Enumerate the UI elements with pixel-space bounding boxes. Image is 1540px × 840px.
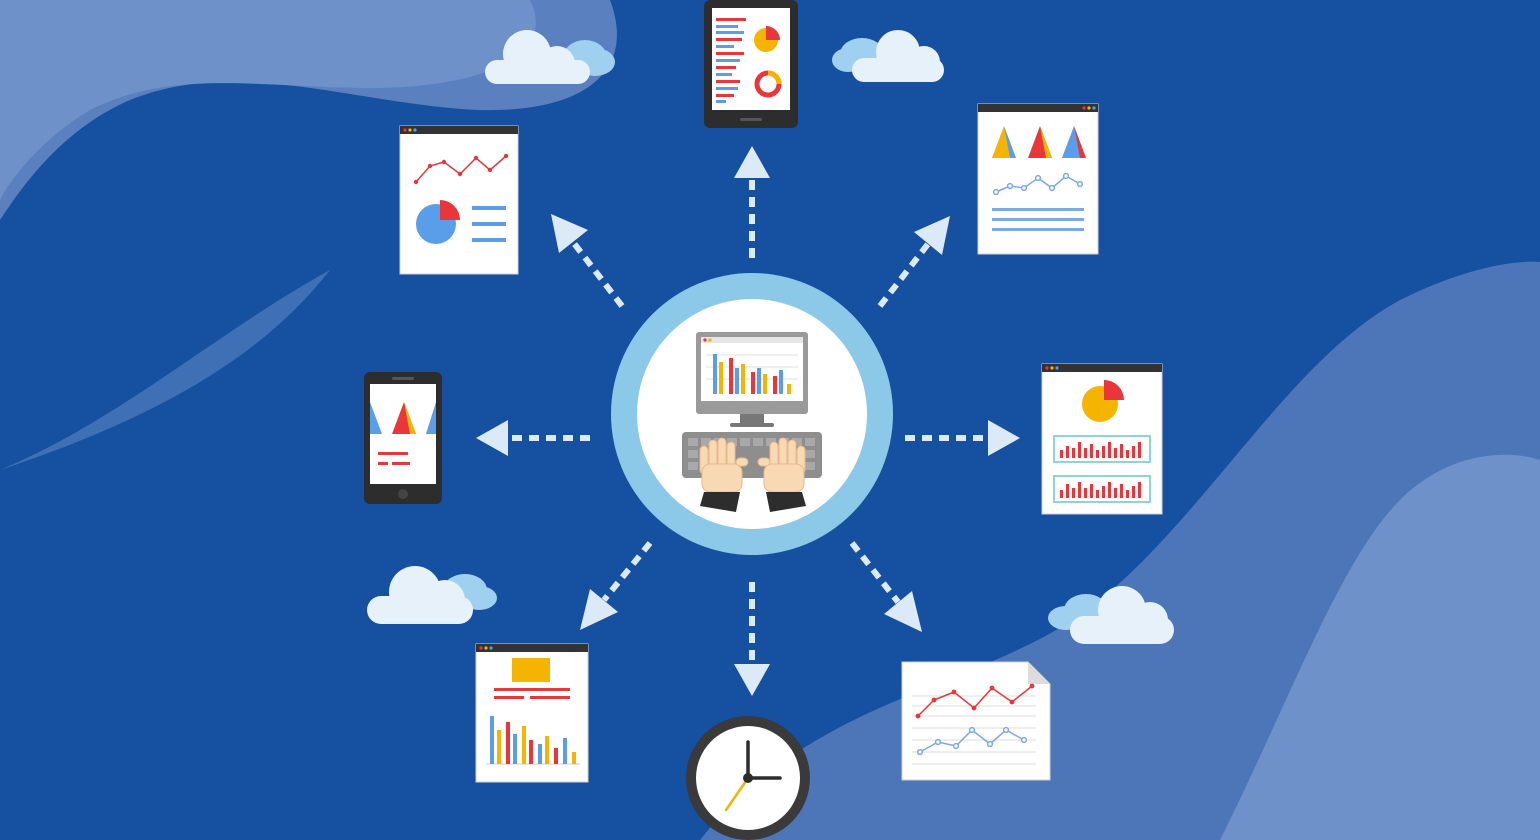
wave-top-left-light [0,0,536,200]
pie-bar-report-icon [1041,363,1163,515]
arrows [476,146,1020,696]
arrow-icon [905,420,1020,456]
arrow-icon [849,541,922,632]
arrow-icon [580,541,653,630]
arrow-icon [877,216,950,308]
central-computer-icon [696,332,808,427]
central-hub [611,273,893,555]
wave-left-stripe [0,270,330,470]
clock-icon [686,716,810,840]
cloud-icon [485,30,615,84]
line-chart-document-icon [901,661,1051,781]
phone-triangle-icon [364,372,442,504]
triangle-chart-report-icon [977,103,1099,255]
tablet-report-icon [704,0,798,128]
typing-hands-icon [682,432,822,512]
line-pie-report-icon [399,125,519,275]
arrow-icon [734,146,770,258]
arrow-icon [551,214,625,308]
arrow-icon [734,582,770,696]
cloud-icon [367,566,497,624]
arrow-icon [476,420,590,456]
bar-chart-report-icon [475,643,589,783]
cloud-icon [1048,586,1174,644]
cloud-icon [832,30,944,82]
wave-bottom-right-light [1220,454,1540,840]
